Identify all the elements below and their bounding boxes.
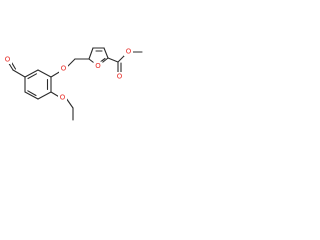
aldehyde-oxygen-label: O <box>5 56 11 64</box>
bond <box>8 62 14 71</box>
double-bond-inner <box>11 62 17 70</box>
bond <box>66 58 76 68</box>
ethoxy-oxygen-label: O <box>60 94 66 102</box>
bond <box>107 57 119 63</box>
carbonyl-oxygen-label: O <box>117 73 123 81</box>
ether-oxygen-label: O <box>61 65 67 73</box>
bond <box>37 91 52 100</box>
bond <box>103 47 109 59</box>
bond <box>12 69 26 78</box>
ether-linkage: O <box>50 58 90 78</box>
ethoxy-group: O <box>50 91 74 121</box>
bond <box>24 69 39 78</box>
bond <box>24 91 39 100</box>
methyl-ester-group: O O <box>107 47 143 81</box>
furan-oxygen-label: O <box>95 62 101 70</box>
bond <box>37 69 52 78</box>
benzene-ring <box>24 69 52 100</box>
bond <box>88 47 94 60</box>
double-bond-inner <box>27 73 38 80</box>
ester-oxygen-label: O <box>126 48 132 56</box>
furan-ring: O <box>88 47 109 71</box>
chemical-structure: O O O O O O <box>3 47 143 121</box>
aldehyde-group: O <box>3 55 26 78</box>
bond <box>65 97 74 109</box>
double-bond-inner <box>27 90 37 97</box>
